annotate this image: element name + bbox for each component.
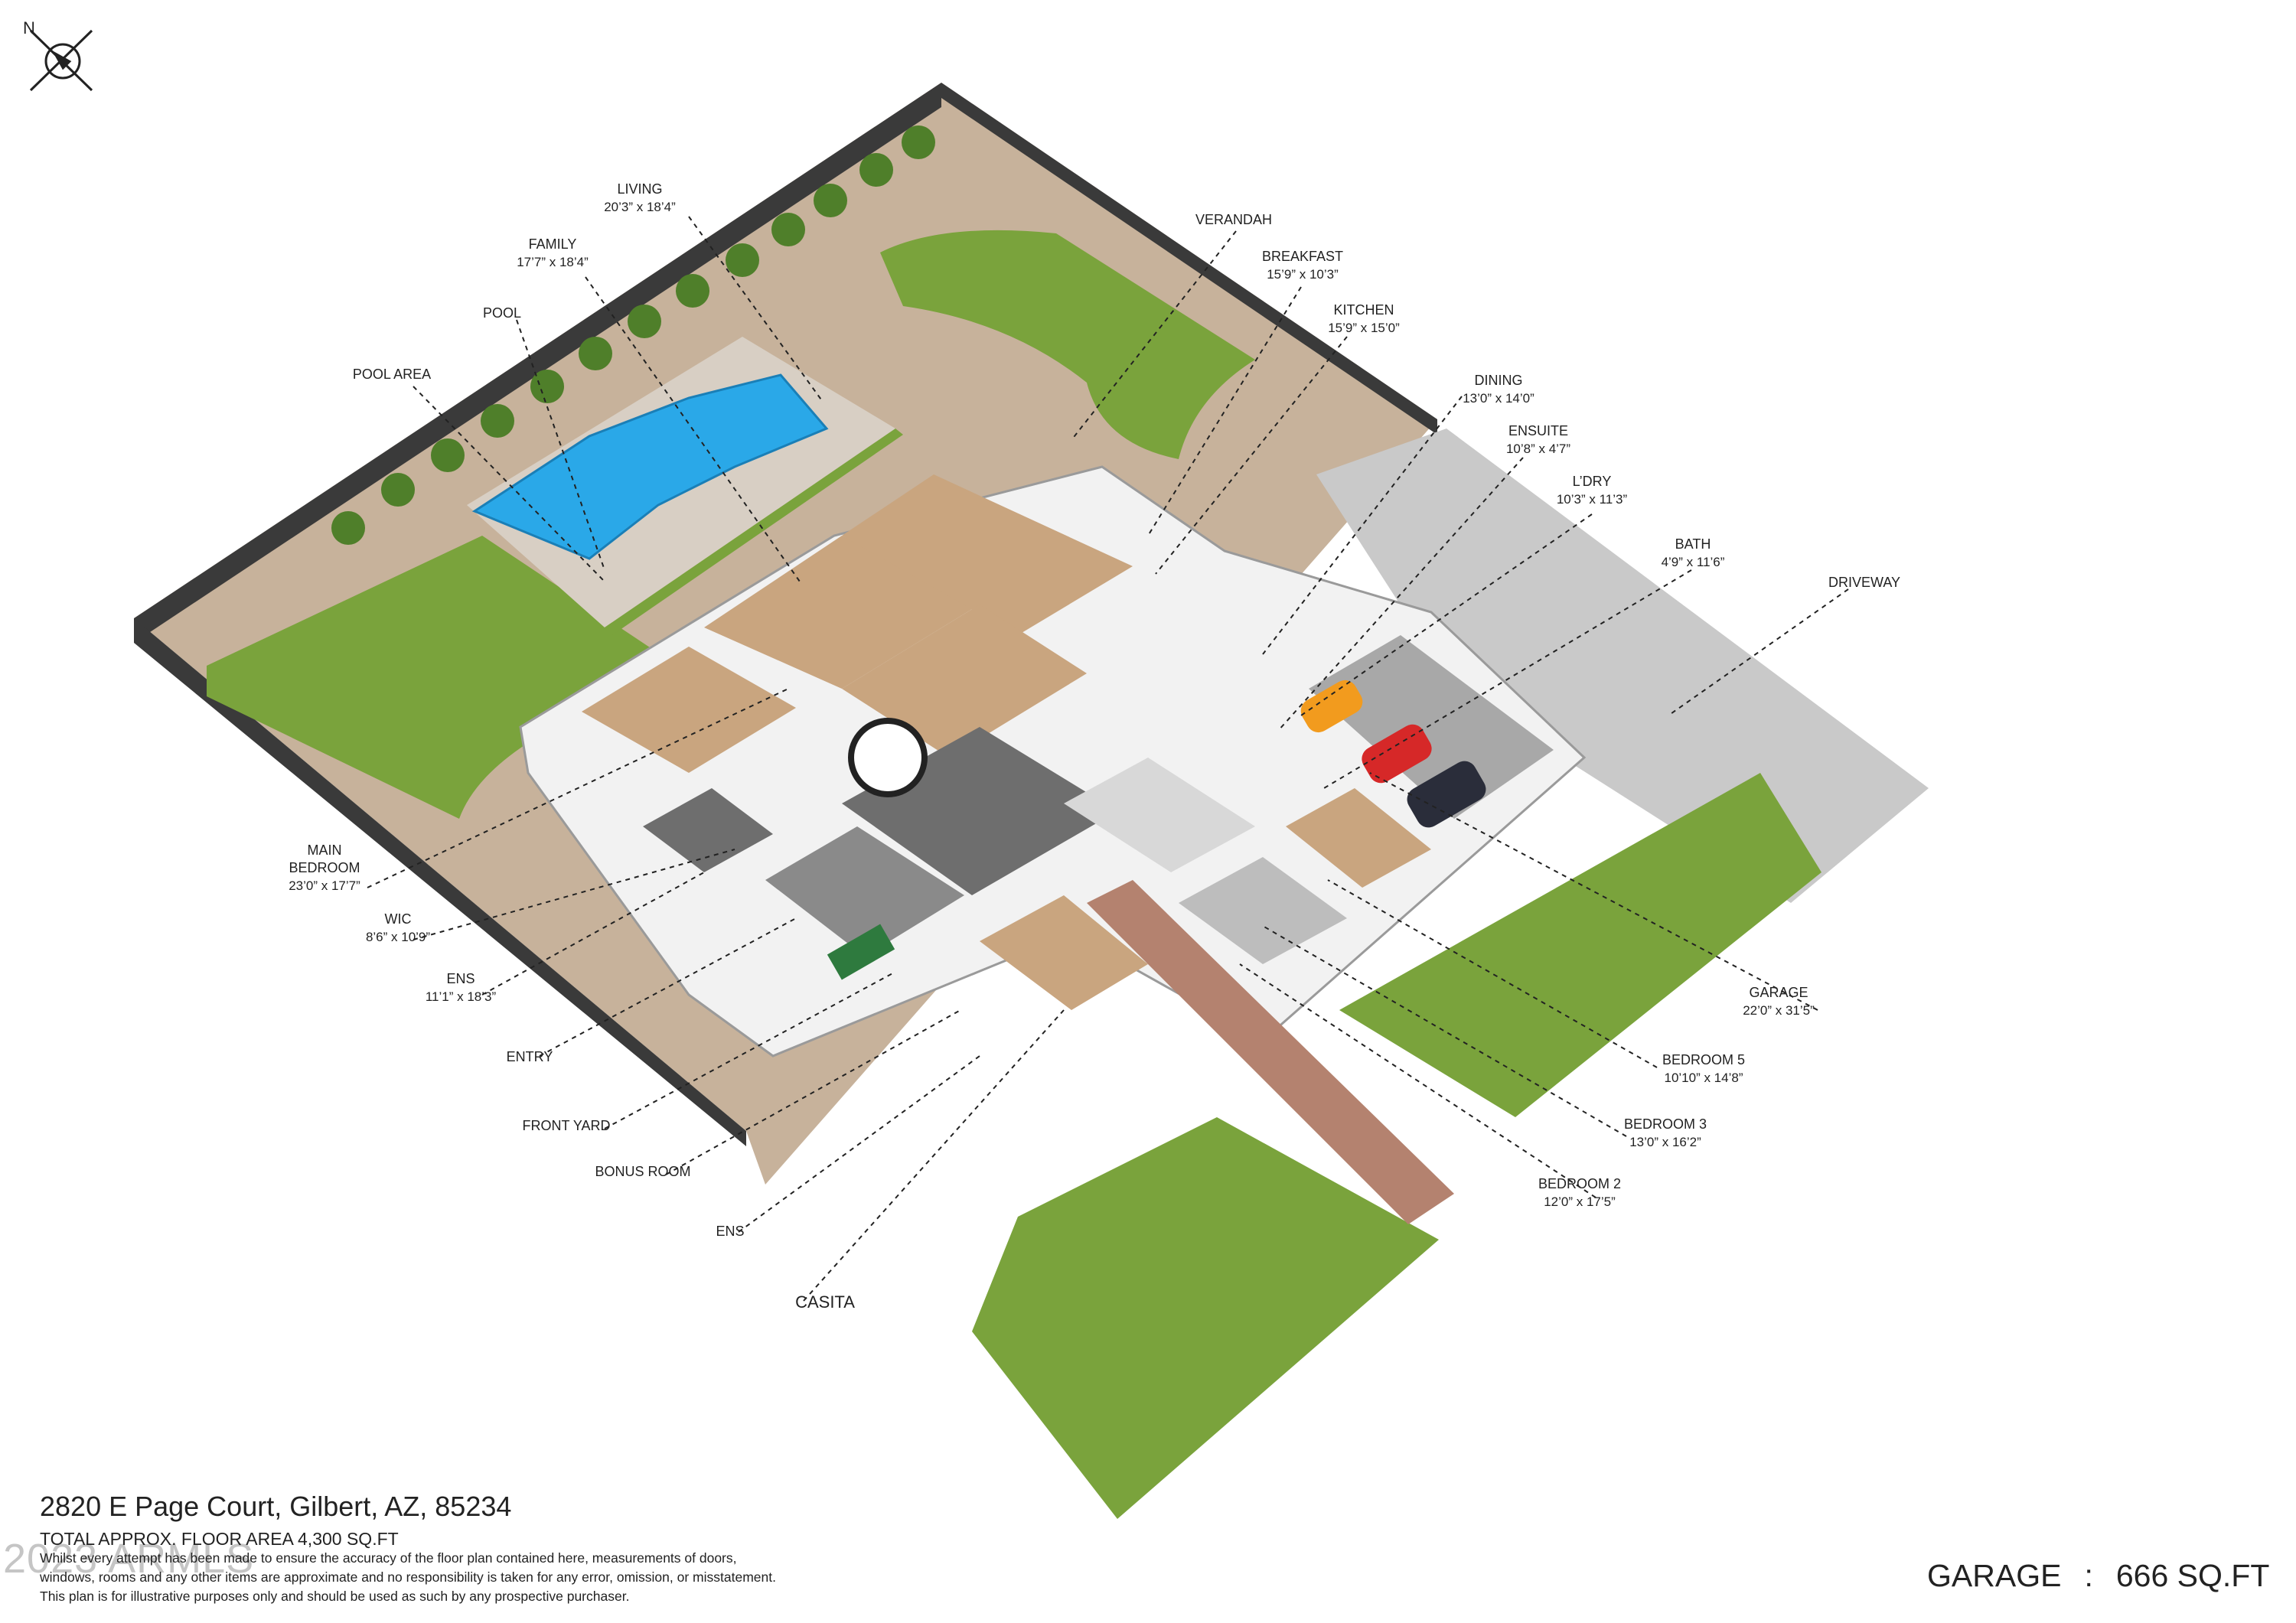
kitchen-dim: 15’9” x 15’0” [1328, 321, 1400, 335]
label-bedroom-2: BEDROOM 2 12’0” x 17’5” [1538, 1175, 1621, 1211]
garage-dim: 22’0” x 31’5” [1743, 1003, 1815, 1018]
disclaimer: Whilst every attempt has been made to en… [40, 1549, 958, 1606]
breakfast-name: BREAKFAST [1261, 249, 1344, 264]
bedroom-3-dim: 13’0” x 16’2” [1629, 1135, 1701, 1149]
label-bath: BATH 4’9” x 11’6” [1662, 536, 1725, 571]
driveway [1316, 429, 1929, 903]
ens-1-name: ENS [446, 971, 475, 986]
label-ens-2: ENS [716, 1223, 744, 1240]
property-address: 2820 E Page Court, Gilbert, AZ, 85234 [40, 1491, 512, 1522]
label-garage: GARAGE 22’0” x 31’5” [1743, 984, 1815, 1019]
label-entry: ENTRY [507, 1048, 553, 1066]
pool-water [471, 373, 829, 560]
label-kitchen: KITCHEN 15’9” x 15’0” [1328, 301, 1400, 337]
bedroom-2-name: BEDROOM 2 [1538, 1176, 1622, 1191]
label-ldry: L’DRY 10’3” x 11’3” [1557, 473, 1627, 508]
main-bedroom-name2: BEDROOM [289, 860, 360, 875]
front-yard-name: FRONT YARD [522, 1118, 611, 1133]
living-name: LIVING [617, 181, 663, 197]
main-bedroom-dim: 23’0” x 17’7” [289, 878, 360, 893]
bonus-room-name: BONUS ROOM [595, 1164, 691, 1179]
garage-summary: GARAGE : 666 SQ.FT [1927, 1558, 2269, 1594]
label-bedroom-5: BEDROOM 5 10’10” x 14’8” [1662, 1051, 1745, 1087]
bedroom-3-name: BEDROOM 3 [1623, 1116, 1707, 1132]
wic-name: WIC [384, 911, 412, 927]
front-lawn-left [972, 1117, 1439, 1519]
garage-summary-separator: : [2084, 1558, 2093, 1593]
pool-border [605, 429, 903, 635]
label-driveway: DRIVEWAY [1828, 574, 1900, 592]
back-lawn-left [207, 536, 689, 819]
label-casita: CASITA [795, 1293, 855, 1311]
ldry-dim: 10’3” x 11’3” [1556, 492, 1628, 507]
label-breakfast: BREAKFAST 15’9” x 10’3” [1262, 248, 1343, 283]
bath-dim: 4’9” x 11’6” [1661, 555, 1725, 569]
ens-2-name: ENS [716, 1224, 745, 1239]
label-verandah: VERANDAH [1195, 211, 1272, 229]
label-living: LIVING 20’3” x 18’4” [604, 181, 676, 216]
paver-path [1087, 880, 1454, 1224]
back-lawn-right [880, 230, 1255, 459]
watermark: 2023 ARMLS [3, 1536, 255, 1582]
bedroom-5-name: BEDROOM 5 [1662, 1052, 1746, 1067]
label-bonus-room: BONUS ROOM [595, 1163, 690, 1181]
north-label: N [23, 18, 35, 37]
total-floor-area: TOTAL APPROX. FLOOR AREA 4,300 SQ.FT [40, 1529, 399, 1549]
front-yard-lawn [1339, 773, 1821, 1117]
disclaimer-line-2: windows, rooms and any other items are a… [40, 1569, 776, 1585]
house [519, 465, 1587, 1058]
label-dining: DINING 13’0” x 14’0” [1463, 372, 1534, 407]
garage-summary-value: 666 SQ.FT [2115, 1558, 2270, 1593]
bath-name: BATH [1675, 536, 1711, 552]
shrubs [331, 125, 935, 545]
label-ensuite: ENSUITE 10’8” x 4’7” [1506, 422, 1570, 458]
label-front-yard: FRONT YARD [522, 1117, 610, 1135]
ensuite-name: ENSUITE [1508, 423, 1569, 438]
living-dim: 20’3” x 18’4” [604, 200, 676, 214]
pool-area-name: POOL AREA [352, 367, 432, 382]
main-bedroom-name: MAIN [307, 842, 342, 858]
garage-summary-label: GARAGE [1927, 1558, 2062, 1593]
compass-icon: N [23, 18, 93, 92]
family-dim: 17’7” x 18’4” [517, 255, 589, 269]
disclaimer-line-3: This plan is for illustrative purposes o… [40, 1589, 630, 1604]
garage-name: GARAGE [1749, 985, 1808, 1000]
driveway-name: DRIVEWAY [1828, 575, 1901, 590]
ens-1-dim: 11’1” x 18’3” [425, 989, 497, 1004]
entry-name: ENTRY [506, 1049, 553, 1064]
bedroom-2-dim: 12’0” x 17’5” [1544, 1194, 1616, 1209]
label-wic: WIC 8’6” x 10’9” [366, 911, 430, 946]
wic-dim: 8’6” x 10’9” [365, 930, 431, 944]
label-pool: POOL [483, 305, 521, 322]
dining-dim: 13’0” x 14’0” [1463, 391, 1534, 406]
label-pool-area: POOL AREA [353, 366, 431, 383]
breakfast-dim: 15’9” x 10’3” [1267, 267, 1339, 282]
label-bedroom-3: BEDROOM 3 13’0” x 16’2” [1624, 1116, 1707, 1151]
kitchen-name: KITCHEN [1333, 302, 1394, 318]
family-name: FAMILY [528, 236, 577, 252]
pool-name: POOL [482, 305, 522, 321]
leader-lines [367, 216, 1849, 1302]
disclaimer-line-1: Whilst every attempt has been made to en… [40, 1550, 737, 1566]
ensuite-dim: 10’8” x 4’7” [1505, 442, 1571, 456]
label-family: FAMILY 17’7” x 18’4” [517, 236, 589, 271]
casita-name: CASITA [795, 1292, 855, 1312]
label-ens-1: ENS 11’1” x 18’3” [426, 970, 496, 1005]
verandah-name: VERANDAH [1195, 212, 1273, 227]
dining-name: DINING [1474, 373, 1523, 388]
ldry-name: L’DRY [1572, 474, 1612, 489]
bedroom-5-dim: 10’10” x 14’8” [1664, 1071, 1743, 1085]
label-main-bedroom: MAIN BEDROOM 23’0” x 17’7” [289, 842, 360, 895]
